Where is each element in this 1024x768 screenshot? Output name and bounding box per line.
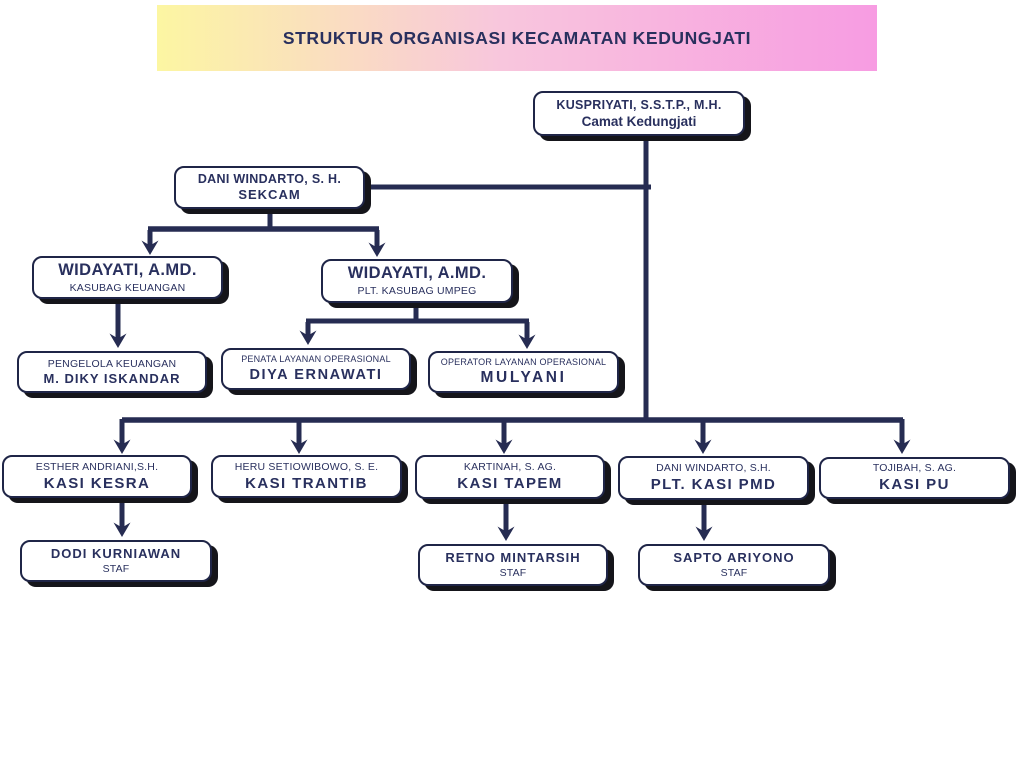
org-node-penata-layanan: PENATA LAYANAN OPERASIONAL DIYA ERNAWATI bbox=[221, 348, 411, 390]
person-name: WIDAYATI, A.MD. bbox=[347, 264, 487, 283]
role-title: STAF bbox=[499, 567, 527, 580]
role-title: SEKCAM bbox=[238, 187, 301, 203]
person-name: MULYANI bbox=[480, 369, 567, 387]
role-title: STAF bbox=[102, 563, 130, 576]
person-name: DANI WINDARTO, S.H. bbox=[656, 462, 771, 475]
person-name: KUSPRIYATI, S.S.T.P., M.H. bbox=[556, 97, 722, 112]
page-title: STRUKTUR ORGANISASI KECAMATAN KEDUNGJATI bbox=[282, 27, 752, 48]
org-node-kasi-pmd: DANI WINDARTO, S.H. PLT. KASI PMD bbox=[618, 456, 809, 500]
role-title: Camat Kedungjati bbox=[581, 113, 697, 129]
person-name: DANI WINDARTO, S. H. bbox=[197, 171, 342, 186]
person-name: M. DIKY ISKANDAR bbox=[43, 370, 181, 386]
org-node-kasi-kesra: ESTHER ANDRIANI,S.H. KASI KESRA bbox=[2, 455, 192, 498]
person-name: DIYA ERNAWATI bbox=[249, 366, 383, 383]
person-name: SAPTO ARIYONO bbox=[673, 549, 795, 565]
org-node-kasi-trantib: HERU SETIOWIBOWO, S. E. KASI TRANTIB bbox=[211, 455, 402, 498]
role-title: KASUBAG KEUANGAN bbox=[69, 281, 186, 294]
org-node-kasi-pu: TOJIBAH, S. AG. KASI PU bbox=[819, 457, 1010, 499]
person-name: ESTHER ANDRIANI,S.H. bbox=[35, 460, 159, 473]
role-title: PENATA LAYANAN OPERASIONAL bbox=[241, 354, 391, 365]
org-node-staf-kesra: DODI KURNIAWAN STAF bbox=[20, 540, 212, 582]
person-name: WIDAYATI, A.MD. bbox=[58, 260, 197, 279]
org-node-operator-layanan: OPERATOR LAYANAN OPERASIONAL MULYANI bbox=[428, 351, 619, 393]
person-name: DODI KURNIAWAN bbox=[50, 545, 182, 561]
org-node-pengelola-keuangan: PENGELOLA KEUANGAN M. DIKY ISKANDAR bbox=[17, 351, 207, 393]
role-title: PENGELOLA KEUANGAN bbox=[47, 357, 177, 370]
org-node-sekcam: DANI WINDARTO, S. H. SEKCAM bbox=[174, 166, 365, 209]
org-node-staf-pmd: SAPTO ARIYONO STAF bbox=[638, 544, 830, 586]
person-name: HERU SETIOWIBOWO, S. E. bbox=[234, 460, 379, 473]
person-name: TOJIBAH, S. AG. bbox=[872, 462, 957, 475]
org-node-kasubag-keuangan: WIDAYATI, A.MD. KASUBAG KEUANGAN bbox=[32, 256, 223, 299]
role-title: STAF bbox=[720, 567, 748, 580]
org-node-kasi-tapem: KARTINAH, S. AG. KASI TAPEM bbox=[415, 455, 605, 499]
role-title: KASI TAPEM bbox=[457, 475, 563, 493]
role-title: KASI KESRA bbox=[43, 474, 151, 492]
role-title: KASI PU bbox=[879, 476, 950, 494]
role-title: KASI TRANTIB bbox=[245, 474, 368, 492]
role-title: OPERATOR LAYANAN OPERASIONAL bbox=[440, 356, 607, 367]
person-name: KARTINAH, S. AG. bbox=[463, 461, 557, 474]
org-node-kasubag-umpeg: WIDAYATI, A.MD. PLT. KASUBAG UMPEG bbox=[321, 259, 513, 303]
org-node-camat: KUSPRIYATI, S.S.T.P., M.H. Camat Kedungj… bbox=[533, 91, 745, 136]
title-banner: STRUKTUR ORGANISASI KECAMATAN KEDUNGJATI bbox=[157, 5, 877, 71]
org-node-staf-tapem: RETNO MINTARSIH STAF bbox=[418, 544, 608, 586]
role-title: PLT. KASI PMD bbox=[650, 476, 777, 494]
person-name: RETNO MINTARSIH bbox=[445, 549, 581, 565]
role-title: PLT. KASUBAG UMPEG bbox=[357, 285, 477, 298]
